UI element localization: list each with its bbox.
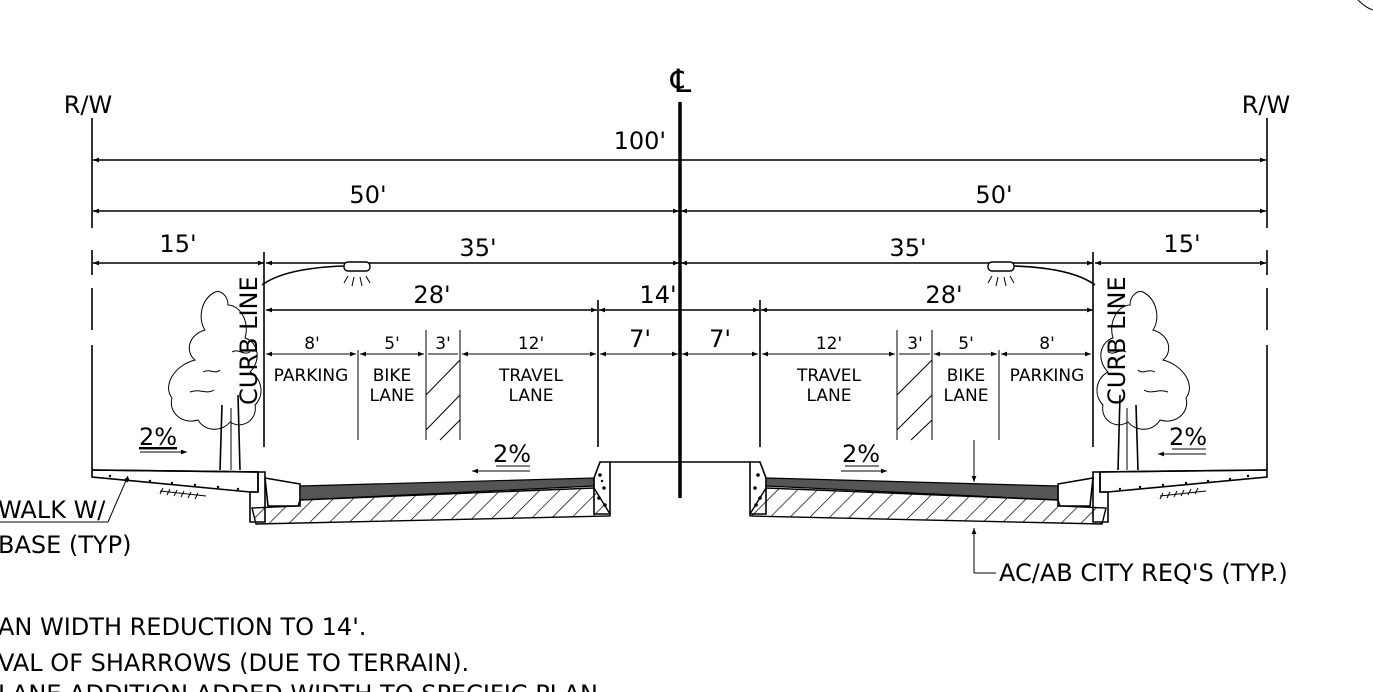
dimension-sidewalk-left-label: 15'	[159, 230, 196, 258]
lane-label: TRAVEL	[498, 366, 563, 386]
street-light-right	[987, 261, 1096, 287]
lane-right-parking: 8' PARKING	[1010, 334, 1085, 386]
dimension-curb-center-left: 35'	[266, 234, 679, 266]
dimension-median-half-left-label: 7'	[629, 325, 651, 353]
slope-label: 2%	[1169, 423, 1207, 451]
dimension-total-label: 100'	[614, 127, 666, 155]
slope-label: 2%	[842, 440, 880, 468]
dimension-roadway-right-label: 28'	[925, 281, 962, 309]
lane-label: TRAVEL	[796, 366, 861, 386]
lane-width: 5'	[384, 334, 400, 354]
lane-width: 12'	[816, 334, 842, 354]
callout-sidewalk-line1: WALK W/	[0, 496, 106, 524]
buffer-hatch-left	[425, 359, 461, 441]
sidewalk-right	[1099, 469, 1268, 500]
lane-right-buffer: 3'	[907, 334, 923, 354]
lane-width: 8'	[304, 334, 320, 354]
dimension-sidewalk-left: 15'	[93, 230, 264, 266]
curb-line-left-label: CURB LINE	[235, 276, 263, 405]
note-line: LANE ADDITION ADDED WIDTH TO SPECIFIC PL…	[0, 680, 598, 692]
dimension-curb-center-right-label: 35'	[889, 234, 926, 262]
lane-label: BIKE	[373, 366, 412, 386]
dimension-half-right-label: 50'	[975, 181, 1012, 209]
dimension-sidewalk-right: 15'	[1095, 230, 1266, 266]
dimension-half-left-label: 50'	[349, 181, 386, 209]
lane-width: 12'	[518, 334, 544, 354]
note-line: VAL OF SHARROWS (DUE TO TERRAIN).	[0, 649, 469, 677]
lane-left-bike: 5' BIKE LANE	[370, 334, 415, 406]
buffer-hatch-right	[896, 359, 933, 441]
slope-label: 2%	[139, 423, 177, 451]
dimension-median-label: 14'	[639, 281, 676, 309]
lane-label: LANE	[944, 386, 989, 406]
note-line: AN WIDTH REDUCTION TO 14'.	[0, 613, 366, 641]
dimension-curb-center-left-label: 35'	[459, 234, 496, 262]
lane-left-buffer: 3'	[435, 334, 451, 354]
lane-dividers	[357, 300, 1000, 447]
dimension-roadway-left: 28'	[266, 281, 597, 313]
lane-label: LANE	[370, 386, 415, 406]
lane-right-travel: 12' TRAVEL LANE	[796, 334, 861, 406]
lane-width: 3'	[435, 334, 451, 354]
right-of-way-left: R/W	[64, 91, 113, 470]
lane-left-parking: 8' PARKING	[274, 334, 349, 386]
slope-road-right: 2%	[841, 440, 887, 474]
centerline-symbol: ℄	[670, 62, 692, 100]
pavement-left	[249, 461, 611, 525]
callout-sidewalk: WALK W/ BASE (TYP)	[0, 475, 131, 559]
pavement-right	[749, 461, 1109, 525]
dimension-roadway-right: 28'	[761, 281, 1093, 313]
dimension-half-right: 50'	[681, 181, 1266, 214]
right-of-way-right: R/W	[1242, 91, 1291, 470]
dimension-curb-center-right: 35'	[681, 234, 1093, 266]
callout-pavement: AC/AB CITY REQ'S (TYP.)	[971, 440, 1288, 587]
lane-left-travel: 12' TRAVEL LANE	[498, 334, 563, 406]
notes: AN WIDTH REDUCTION TO 14'. VAL OF SHARRO…	[0, 613, 598, 692]
dimension-median: 14'	[599, 281, 759, 313]
dimension-roadway-left-label: 28'	[413, 281, 450, 309]
dimension-half-left: 50'	[93, 181, 679, 214]
slope-road-left: 2%	[472, 440, 531, 474]
lane-label: PARKING	[1010, 366, 1085, 386]
tree-right	[1096, 291, 1190, 471]
lane-width: 8'	[1039, 334, 1055, 354]
dimension-total: 100'	[93, 127, 1266, 163]
right-of-way-right-label: R/W	[1242, 91, 1291, 119]
lane-width: 3'	[907, 334, 923, 354]
right-of-way-left-label: R/W	[64, 91, 113, 119]
lane-right-bike: 5' BIKE LANE	[944, 334, 989, 406]
lane-label: LANE	[509, 386, 554, 406]
dimension-median-half-right-label: 7'	[709, 325, 731, 353]
street-light-left	[261, 261, 371, 287]
slope-sidewalk-left: 2%	[139, 423, 187, 455]
lane-label: LANE	[807, 386, 852, 406]
dimension-sidewalk-right-label: 15'	[1163, 230, 1200, 258]
sidewalk-left	[91, 469, 259, 500]
tree-left	[168, 291, 262, 471]
lane-label: BIKE	[947, 366, 986, 386]
centerline: ℄	[670, 62, 692, 498]
callout-pavement-label: AC/AB CITY REQ'S (TYP.)	[999, 559, 1288, 587]
lane-width: 5'	[958, 334, 974, 354]
corner-arc	[1357, 0, 1373, 11]
lane-label: PARKING	[274, 366, 349, 386]
callout-sidewalk-line2: BASE (TYP)	[0, 531, 131, 559]
slope-sidewalk-right: 2%	[1158, 423, 1207, 457]
slope-label: 2%	[493, 440, 531, 468]
